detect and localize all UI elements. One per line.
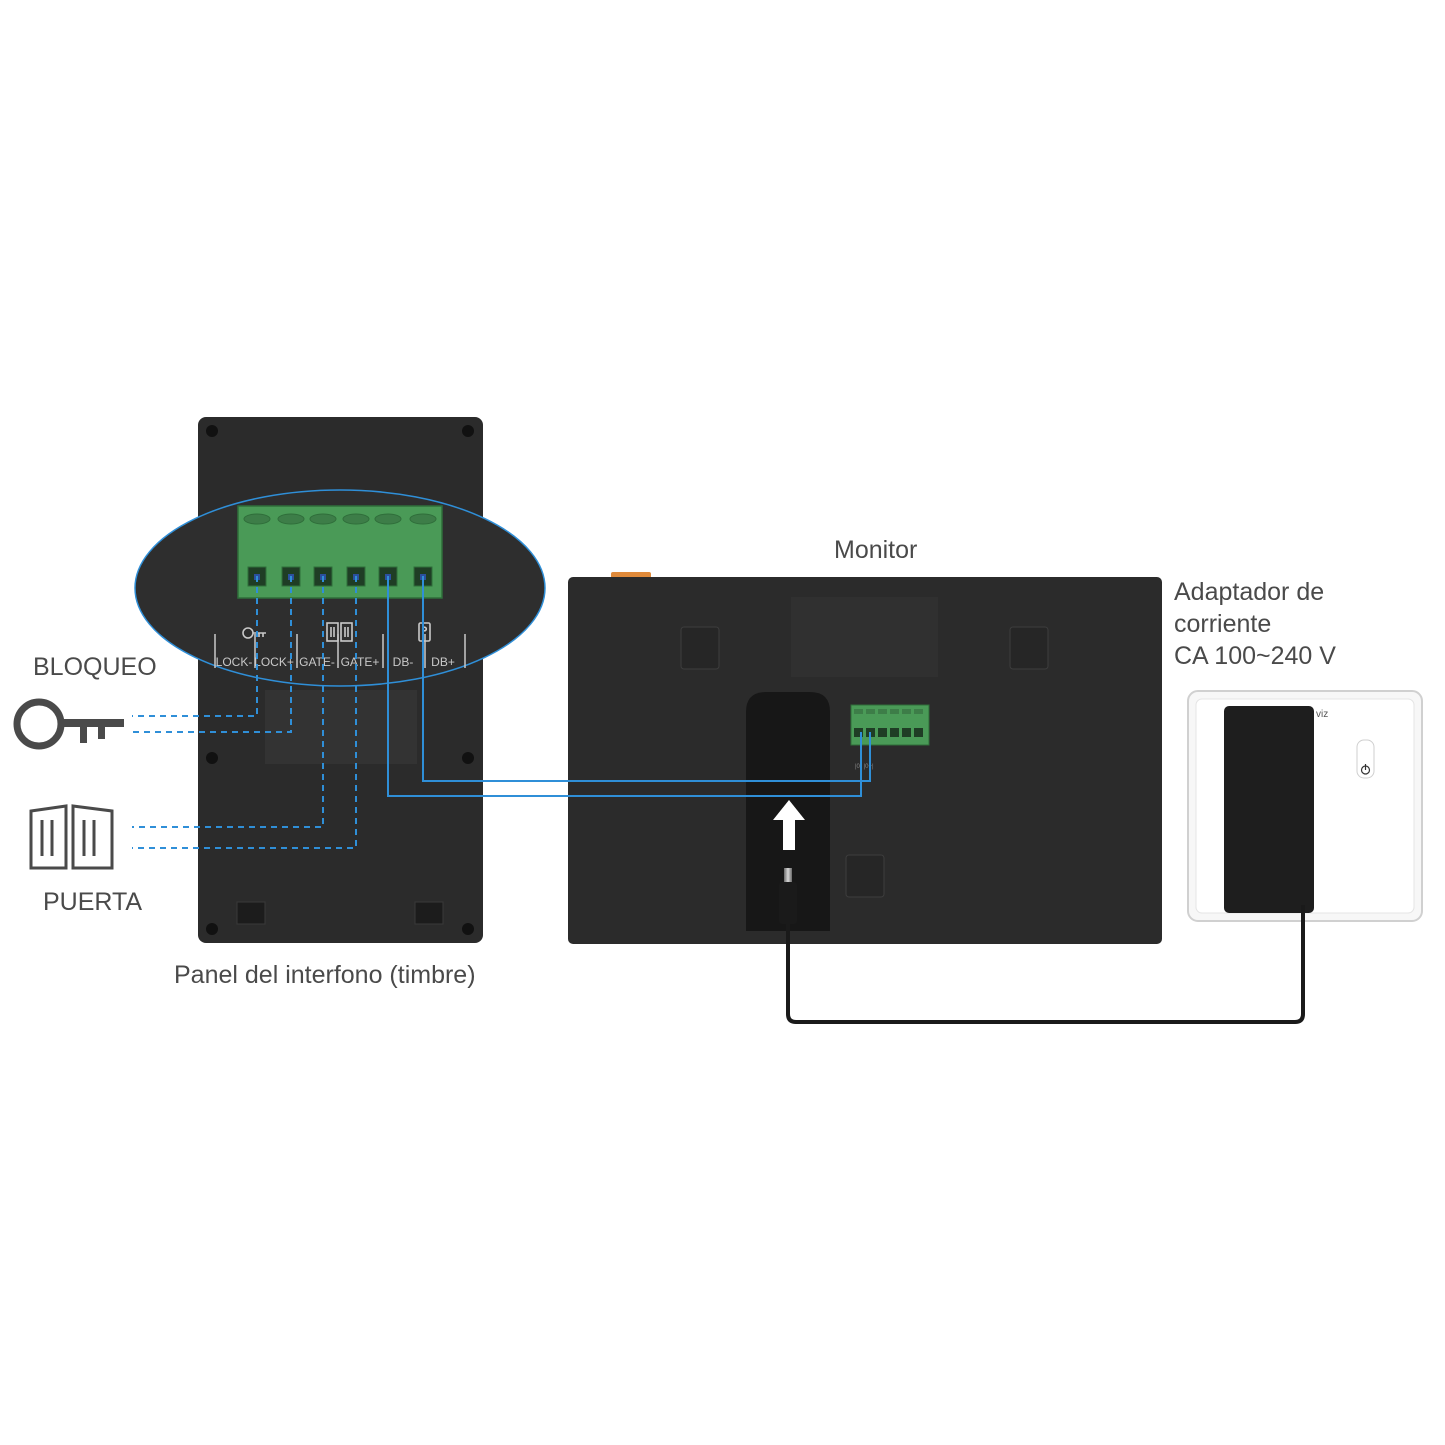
screw-icon [462,425,474,437]
power-adapter: viz [1187,690,1423,922]
adapter-label-line2: corriente [1174,610,1272,638]
panel-foot [236,901,266,925]
terminal-label: GATE- [299,655,335,669]
wire-lock-plus [132,576,292,733]
key-icon [13,698,124,750]
wall-hook [680,626,720,670]
terminal-screw [409,513,437,525]
wall-hook [1009,626,1049,670]
panel-label: Panel del interfono (timbre) [174,961,476,989]
monitor-terminal-socket [902,728,911,737]
terminal-label: GATE+ [341,655,380,669]
wire-lock-minus [132,576,258,717]
monitor-terminal-socket [878,728,887,737]
monitor-terminal-screw [914,709,923,714]
wire-gate-minus [132,576,324,828]
screw-icon [462,752,474,764]
svg-text:|0- |0+|: |0- |0+| [855,764,874,770]
panel-recess [265,690,417,764]
monitor-terminal-screw [854,709,863,714]
wire-db-plus [422,576,871,782]
terminal-block [237,505,443,599]
arrow-up-icon [773,800,805,850]
adapter-brand: viz [1316,709,1328,720]
adapter-brick [1224,706,1314,913]
panel-foot [414,901,444,925]
door-icon [326,622,353,642]
monitor-terminal-socket [914,728,923,737]
terminal-screw [374,513,402,525]
door-icon [29,804,114,870]
adapter-label-line3: CA 100~240 V [1174,642,1336,670]
monitor-vent [791,597,938,677]
terminal-label: LOCK- [216,655,253,669]
monitor: |0- |0+| [568,572,1162,944]
terminal-screw [342,513,370,525]
terminal-screw [277,513,305,525]
terminal-label: LOCK+ [254,655,294,669]
terminal-screw [309,513,337,525]
monitor-terminal-screw [866,709,875,714]
dc-plug-icon [779,868,797,924]
adapter-label-line1: Adaptador de [1174,578,1325,606]
screw-icon [206,752,218,764]
terminal-label: DB- [393,655,414,669]
monitor-terminal-screw [878,709,887,714]
wire-db-minus [387,576,862,797]
wall-hook [845,854,885,898]
power-cable [786,905,1305,1024]
door-label: PUERTA [43,888,143,916]
monitor-terminal-socket [854,728,863,737]
terminal-screw [243,513,271,525]
lock-label: BLOQUEO [33,653,157,681]
monitor-terminal-screw [902,709,911,714]
monitor-terminal-socket [890,728,899,737]
power-icon [1356,739,1375,779]
screw-icon [462,923,474,935]
terminal-label: DB+ [431,655,455,669]
key-icon [242,627,266,639]
screw-icon [206,923,218,935]
screw-icon [206,425,218,437]
monitor-terminal-screw [890,709,899,714]
monitor-label: Monitor [834,536,918,564]
terminal-zoom: LOCK-LOCK+ GATE- GATE+ DB- DB+ [134,489,546,687]
wire-gate-plus [132,576,357,849]
